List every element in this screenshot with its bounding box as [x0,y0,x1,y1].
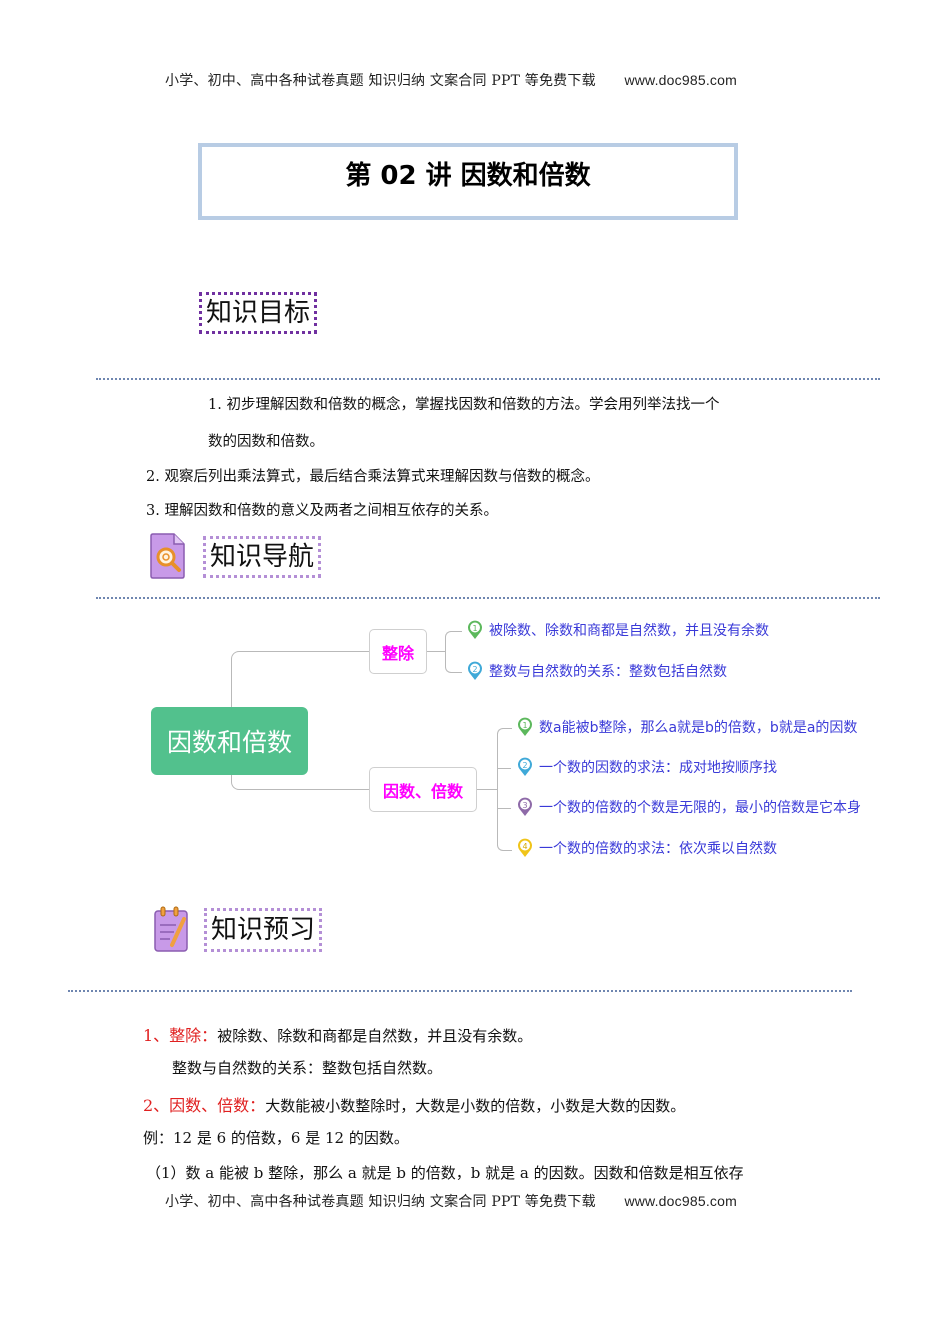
mindmap-connector [497,808,511,809]
mindmap-connector [231,651,370,708]
page-footer: 小学、初中、高中各种试卷真题 知识归纳 文案合同 PPT 等免费下载 www.d… [165,1191,737,1211]
divider [96,597,880,599]
mindmap-leaf: 4 一个数的倍数的求法：依次乘以自然数 [517,838,777,858]
preview-item-1: 1、整除：被除数、除数和商都是自然数，并且没有余数。 [143,1022,532,1046]
goal-item-2: 2. 观察后列出乘法算式，最后结合乘法算式来理解因数与倍数的概念。 [146,469,600,485]
header-url[interactable]: www.doc985.com [624,72,737,88]
mindmap-connector [497,768,511,769]
mindmap-leaf: 3 一个数的倍数的个数是无限的，最小的倍数是它本身 [517,797,861,817]
mindmap-connector [231,775,370,790]
svg-text:4: 4 [522,842,527,851]
preview-item-1-sub: 整数与自然数的关系：整数包括自然数。 [172,1059,443,1077]
mindmap-leaf: 1 数a能被b整除，那么a就是b的倍数，b就是a的因数 [517,717,857,737]
goal-item-1-cont: 数的因数和倍数。 [208,434,324,450]
page-header: 小学、初中、高中各种试卷真题 知识归纳 文案合同 PPT 等免费下载 www.d… [165,70,737,90]
number-2-pin-icon: 2 [518,757,532,776]
section-goals-label: 知识目标 [199,292,318,334]
divider [68,990,852,992]
mindmap-leaf: 1 被除数、除数和商都是自然数，并且没有余数 [467,620,769,640]
number-3-pin-icon: 3 [518,797,532,816]
section-navigation-label: 知识导航 [203,536,322,578]
mindmap-root-node: 因数和倍数 [151,707,308,775]
preview-item-1-label: 1、整除： [143,1026,218,1045]
svg-text:1: 1 [522,721,527,730]
section-preview-label: 知识预习 [204,908,323,952]
number-1-pin-icon: 1 [468,620,482,639]
goal-item-1: 1. 初步理解因数和倍数的概念，掌握找因数和倍数的方法。学会用列举法找一个 [208,397,720,413]
footer-url[interactable]: www.doc985.com [624,1193,737,1209]
lesson-title-box: 第 02 讲 因数和倍数 [198,143,738,220]
page-title: 第 02 讲 因数和倍数 [345,161,591,191]
preview-item-2-text: 大数能被小数整除时，大数是小数的倍数，小数是大数的因数。 [265,1097,686,1115]
mindmap-leaf: 2 一个数的因数的求法：成对地按顺序找 [517,757,777,777]
mindmap-connector [445,631,462,673]
leaf-text: 一个数的倍数的求法：依次乘以自然数 [539,841,777,857]
mindmap-branch-factors-multiples: 因数、倍数 [369,767,477,812]
mindmap-leaf: 2 整数与自然数的关系：整数包括自然数 [467,661,727,681]
svg-text:2: 2 [522,761,527,770]
leaf-text: 被除数、除数和商都是自然数，并且没有余数 [489,623,769,639]
svg-text:2: 2 [472,665,477,674]
mindmap-branch-divisibility: 整除 [369,629,427,674]
preview-item-2: 2、因数、倍数：大数能被小数整除时，大数是小数的倍数，小数是大数的因数。 [143,1092,685,1116]
svg-text:1: 1 [472,624,477,633]
number-4-pin-icon: 4 [518,838,532,857]
footer-text: 小学、初中、高中各种试卷真题 知识归纳 文案合同 PPT 等免费下载 [165,1194,596,1210]
leaf-text: 整数与自然数的关系：整数包括自然数 [489,664,727,680]
preview-example: 例：12 是 6 的倍数，6 是 12 的因数。 [143,1129,409,1147]
svg-text:3: 3 [522,801,527,810]
preview-item-2-label: 2、因数、倍数： [143,1096,266,1115]
goal-item-3: 3. 理解因数和倍数的意义及两者之间相互依存的关系。 [146,503,498,519]
number-1-pin-icon: 1 [518,717,532,736]
mindmap-connector [497,728,512,851]
divider [96,378,880,380]
preview-note-1: （1）数 a 能被 b 整除，那么 a 就是 b 的倍数，b 就是 a 的因数。… [146,1164,744,1182]
number-2-pin-icon: 2 [468,661,482,680]
mindmap-connector [477,789,497,790]
preview-item-1-text: 被除数、除数和商都是自然数，并且没有余数。 [217,1027,533,1045]
notepad-pencil-icon [152,905,192,953]
leaf-text: 一个数的倍数的个数是无限的，最小的倍数是它本身 [539,800,861,816]
leaf-text: 数a能被b整除，那么a就是b的倍数，b就是a的因数 [539,720,858,736]
leaf-text: 一个数的因数的求法：成对地按顺序找 [539,760,777,776]
mindmap-connector [427,651,445,652]
magnifier-document-icon [148,532,188,580]
header-text: 小学、初中、高中各种试卷真题 知识归纳 文案合同 PPT 等免费下载 [165,73,596,89]
